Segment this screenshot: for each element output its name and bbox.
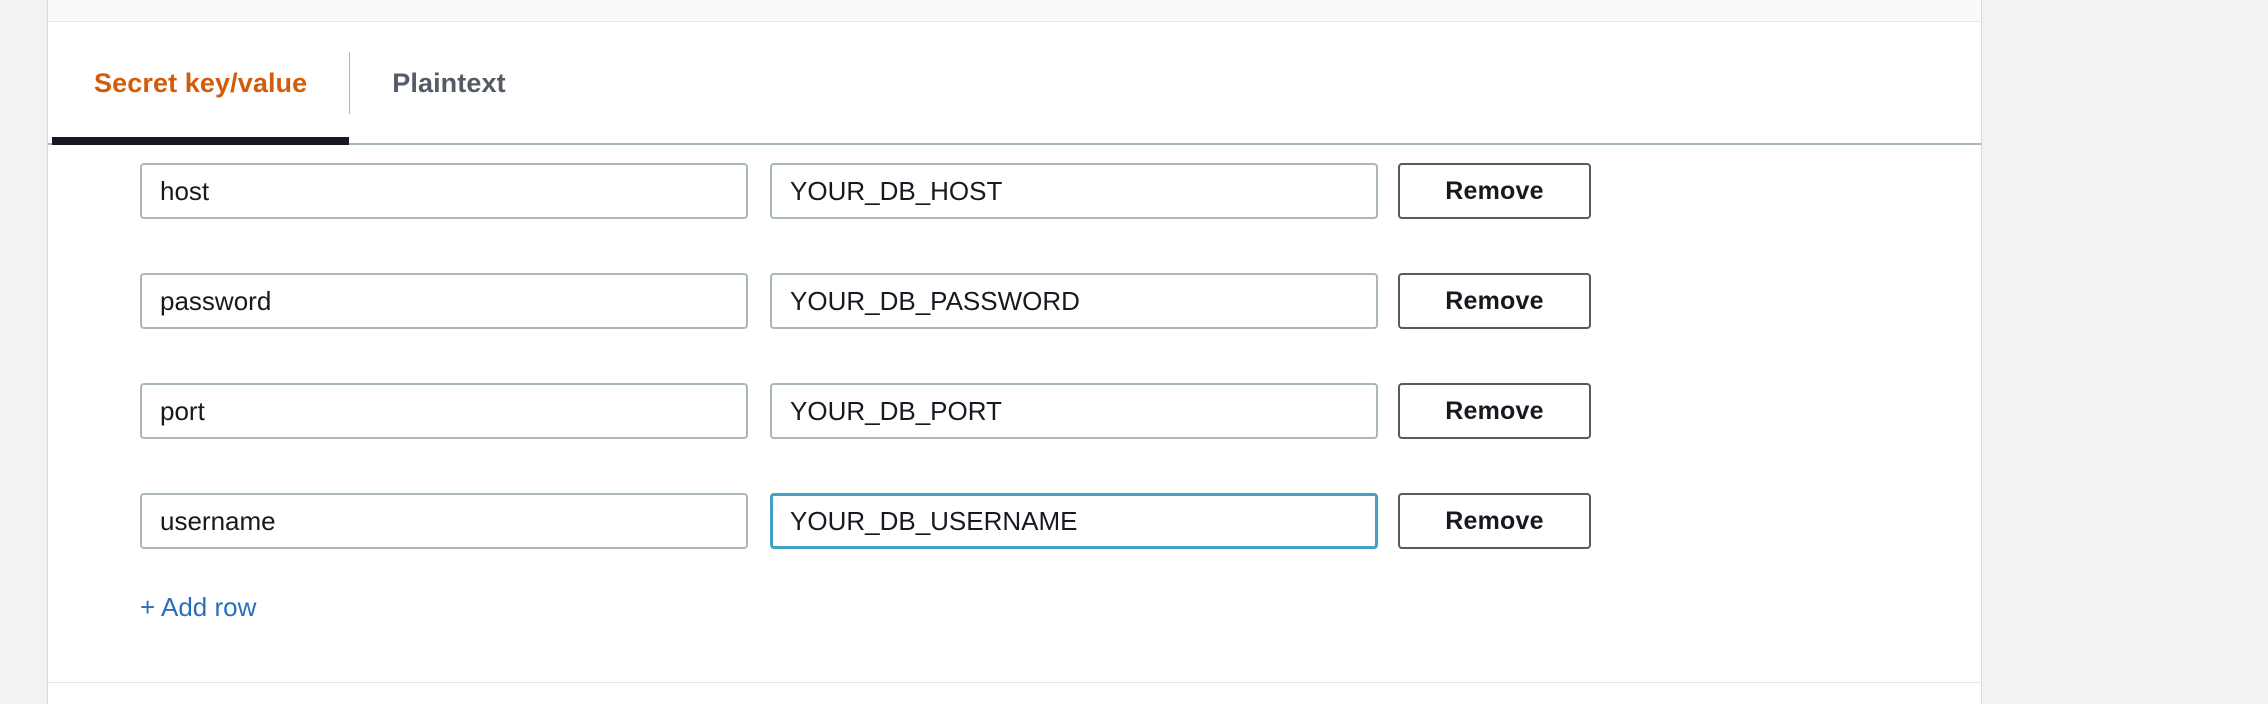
remove-button[interactable]: Remove (1398, 273, 1591, 329)
table-row: Remove (48, 257, 1981, 367)
table-row: Remove (48, 477, 1981, 587)
card-bottom-area (48, 683, 1981, 704)
bottom-divider (48, 682, 1981, 683)
remove-button[interactable]: Remove (1398, 493, 1591, 549)
secret-card: Secret key/value Plaintext Remove (47, 0, 1982, 704)
tab-bar: Secret key/value Plaintext (48, 23, 1981, 145)
add-row-container: + Add row (48, 587, 1981, 647)
active-tab-underline (52, 137, 350, 145)
secret-value-input-focused[interactable] (770, 493, 1378, 549)
tab-separator (349, 52, 351, 114)
remove-button[interactable]: Remove (1398, 163, 1591, 219)
tab-plaintext-label: Plaintext (392, 67, 506, 98)
add-row-link[interactable]: + Add row (140, 592, 257, 622)
secret-key-input[interactable] (140, 383, 748, 439)
table-row: Remove (48, 367, 1981, 477)
card-top-strip (48, 0, 1981, 22)
remove-button[interactable]: Remove (1398, 383, 1591, 439)
secret-key-input[interactable] (140, 273, 748, 329)
secret-value-input[interactable] (770, 383, 1378, 439)
tab-secret-key-value-label: Secret key/value (94, 67, 308, 98)
secret-key-input[interactable] (140, 493, 748, 549)
secret-value-input[interactable] (770, 163, 1378, 219)
table-row: Remove (48, 147, 1981, 257)
tab-secret-key-value[interactable]: Secret key/value (52, 23, 350, 145)
tab-plaintext[interactable]: Plaintext (350, 23, 547, 143)
secret-value-input[interactable] (770, 273, 1378, 329)
tab-list: Secret key/value Plaintext (52, 23, 548, 145)
secret-key-input[interactable] (140, 163, 748, 219)
secret-rows: Remove Remove Remove Remove (48, 147, 1981, 647)
